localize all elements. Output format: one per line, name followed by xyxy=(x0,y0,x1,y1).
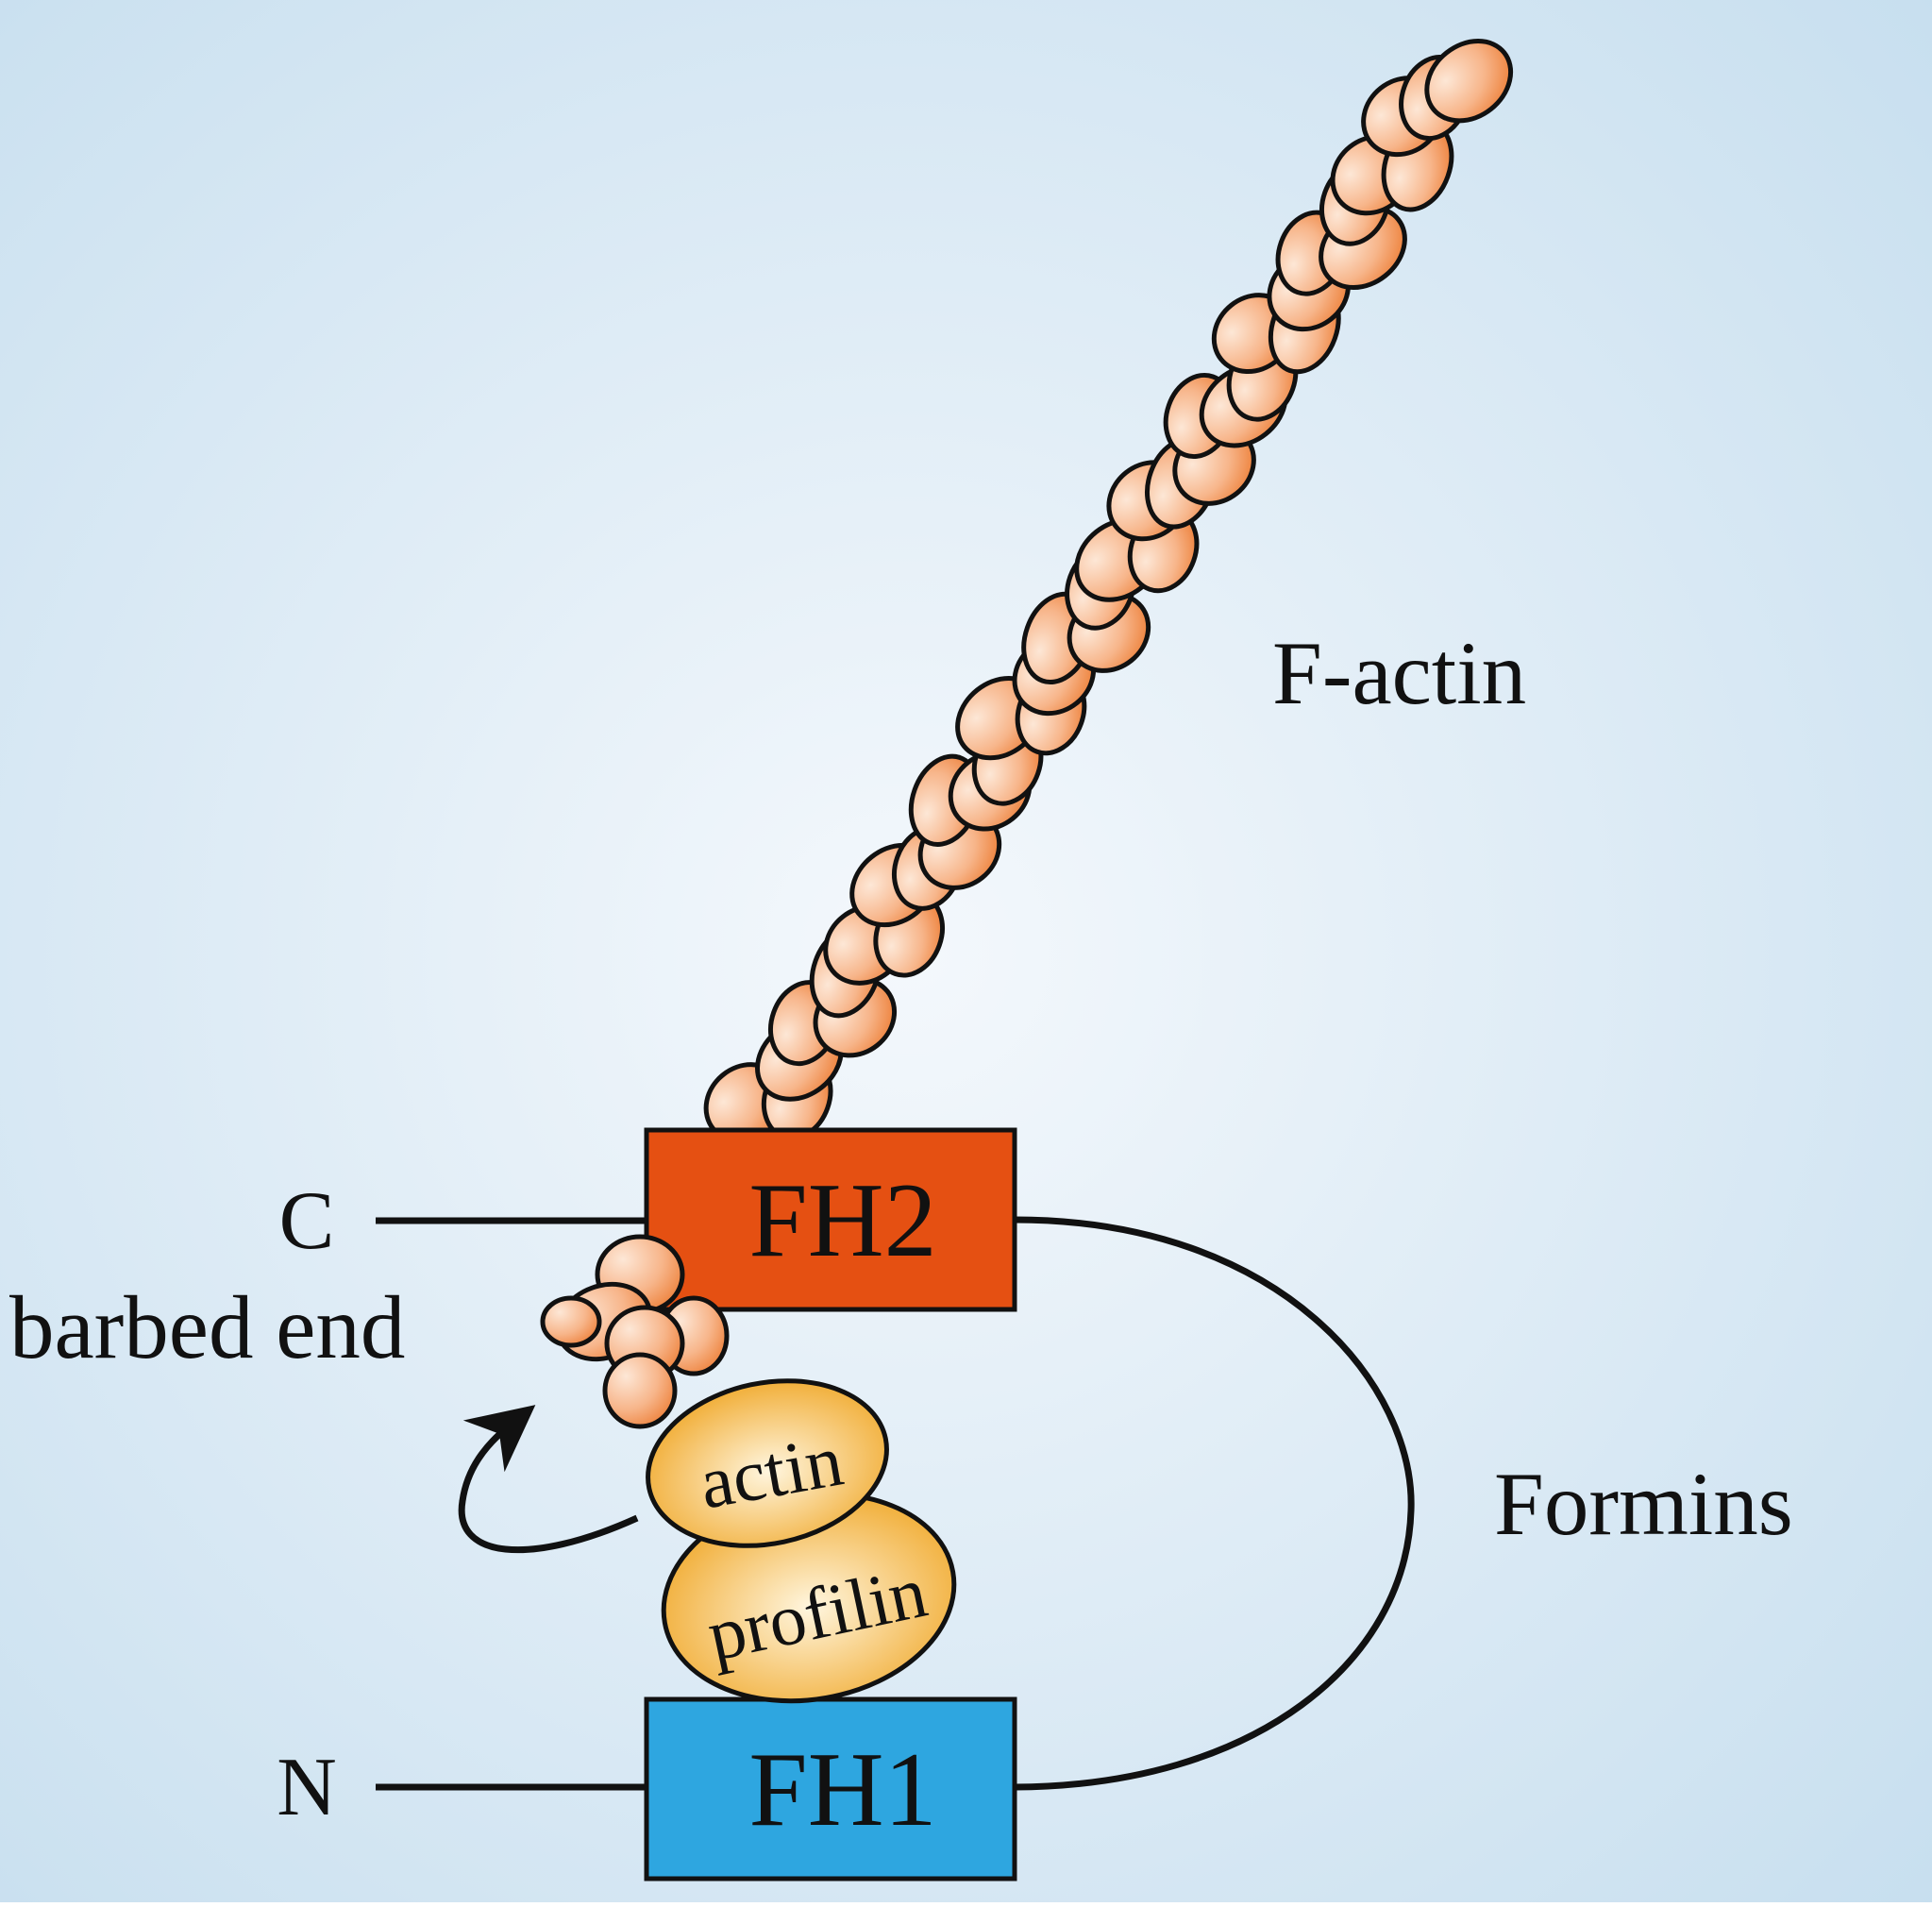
f-actin-label: F-actin xyxy=(1272,623,1526,723)
c-terminus-label: C xyxy=(279,1175,335,1267)
barbed-subunit xyxy=(540,1295,602,1348)
formin-linker-loop xyxy=(1014,1216,1415,1791)
fh2-label: FH2 xyxy=(748,1162,936,1279)
barbed-end-label: barbed end xyxy=(9,1277,405,1377)
fh2-domain-box xyxy=(644,1127,1017,1312)
actin-monomer xyxy=(646,1378,889,1548)
barbed-subunit xyxy=(602,1352,678,1429)
addition-arrow xyxy=(458,1405,639,1554)
fh1-label: FH1 xyxy=(748,1731,936,1848)
barbed-end-subunits xyxy=(540,1234,730,1429)
f-actin-filament xyxy=(703,39,1514,1194)
formins-label: Formins xyxy=(1494,1454,1793,1554)
n-terminus-label: N xyxy=(277,1742,337,1833)
fh1-domain-box xyxy=(644,1696,1017,1882)
actin-subunit xyxy=(1424,39,1514,124)
